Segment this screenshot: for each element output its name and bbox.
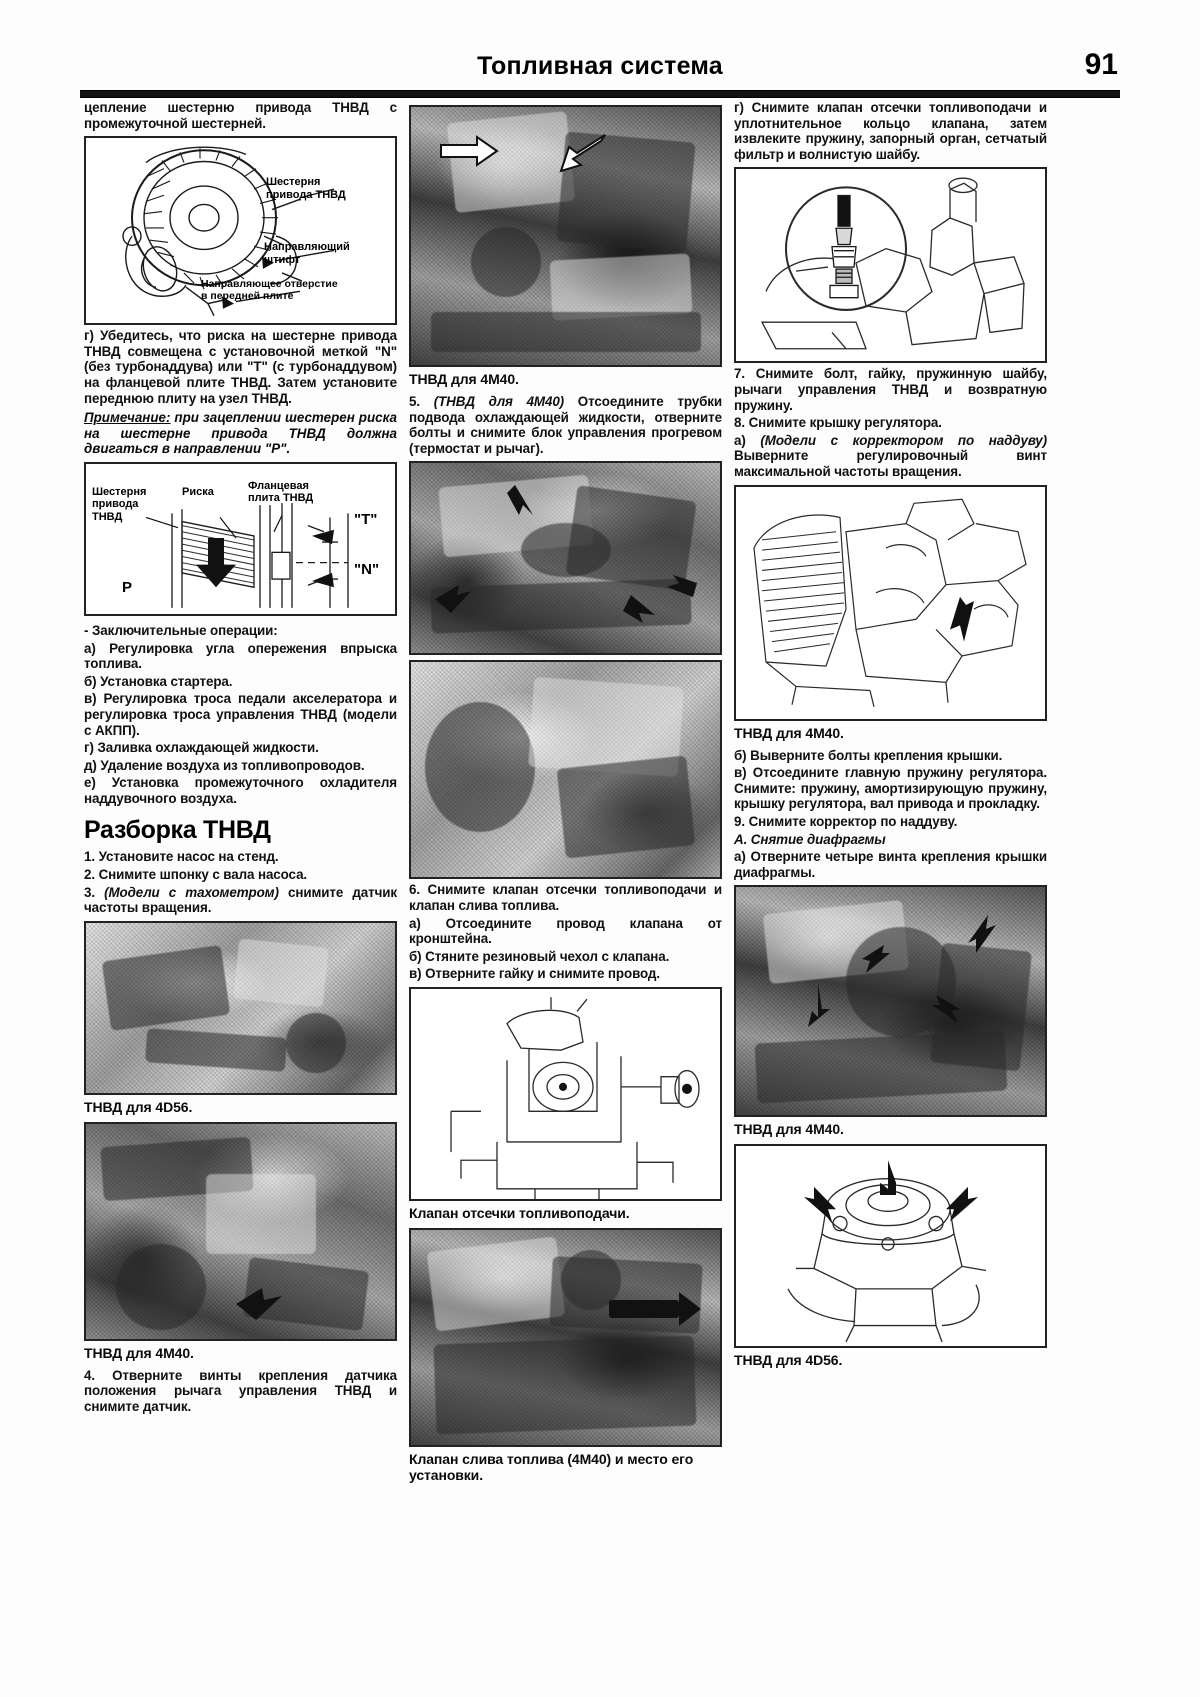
right-column: г) Снимите клапан отсечки топливоподачи … — [734, 100, 1047, 1375]
middle-column: ТНВД для 4М40. 5. (ТНВД для 4М40) Отсоед… — [409, 100, 722, 1490]
mid-top-arrows — [440, 134, 606, 173]
pump4m40-arrow-overlay — [236, 1287, 282, 1320]
figure-gear-drive: Шестерня привода ТНВД Направляющий штифт… — [84, 136, 397, 326]
cutoff-valve-lineart — [411, 988, 720, 1199]
note-text: при зацеплении шестерен риска на шестерн… — [84, 410, 397, 457]
caption-4d56: ТНВД для 4D56. — [84, 1098, 193, 1115]
photo-pump-4m40 — [84, 1121, 397, 1341]
drain-valve-overlay — [609, 1291, 701, 1326]
photo-diaphragm-4m40 — [734, 885, 1047, 1118]
governor-cover-lineart — [736, 486, 1045, 719]
gear-drive-lineart — [86, 138, 395, 324]
caption-4m40-left: ТНВД для 4М40. — [84, 1344, 194, 1361]
step-2: 2. Снимите шпонку с вала насоса. — [84, 867, 308, 883]
photo-pump-gear-mid — [409, 660, 722, 880]
pump-highlight-shape — [233, 938, 329, 1008]
drain-shape-c — [561, 1249, 621, 1310]
pump4m40-gear-shape — [116, 1243, 206, 1330]
step-3: 3. (Модели с тахометром) снимите датчик … — [84, 884, 397, 916]
step-8-a: а) (Модели с корректором по наддуву) Выв… — [734, 432, 1048, 479]
figure2-label-3: "T" — [354, 510, 378, 528]
timing-marks-lineart — [86, 463, 395, 614]
step-6-v: в) Отверните гайку и снимите провод. — [409, 966, 660, 982]
figure1-label-0: Шестерня привода ТНВД — [266, 176, 346, 201]
left-column: цепление шестерню привода ТНВД с промежу… — [84, 100, 397, 1417]
final-op-a: а) Регулировка угла опережения впрыска т… — [84, 640, 397, 672]
caption-4m40-right-bottom: ТНВД для 4М40. — [734, 1121, 844, 1138]
caption-4m40-right-mid: ТНВД для 4М40. — [734, 724, 844, 741]
figure-timing-marks: Шестерня привода ТНВД Риска Фланцевая пл… — [84, 461, 397, 616]
step-5-italic: (ТНВД для 4М40) — [433, 394, 565, 409]
note-block: Примечание: при зацеплении шестерен риск… — [84, 410, 397, 457]
figure-cutoff-valve — [409, 986, 722, 1201]
figure2-label-1: Риска — [182, 485, 214, 498]
figure-valve-detail — [734, 167, 1047, 364]
step-6-a: а) Отсоедините провод клапана от кронште… — [409, 915, 722, 947]
page-header: Топливная система 91 — [80, 48, 1120, 98]
caption-cutoff-valve: Клапан отсечки топливоподачи. — [409, 1204, 630, 1221]
mid-top-shape-e — [431, 312, 701, 352]
step-6-b: б) Стяните резиновый чехол с клапана. — [409, 948, 670, 964]
header-divider — [80, 90, 1120, 98]
intro-paragraph: цепление шестерню привода ТНВД с промежу… — [84, 100, 397, 131]
valve-detail-lineart — [736, 169, 1045, 362]
photo-drain-valve — [409, 1227, 722, 1447]
final-op-b: б) Установка стартера. — [84, 673, 233, 689]
figure2-label-4: "N" — [354, 560, 380, 578]
step-g-left: г) Убедитесь, что риска на шестерне прив… — [84, 328, 397, 406]
figure1-label-2: Направляющее отверстие в передней плите — [201, 278, 338, 303]
figure1-label-1: Направляющий штифт — [264, 241, 350, 266]
step-8a-italic: (Модели с корректором по наддуву) — [760, 432, 1048, 448]
figure-governor-cover — [734, 484, 1047, 721]
photo-pump-4d56 — [84, 920, 397, 1095]
step-7: 7. Снимите болт, гайку, пружинную шайбу,… — [734, 366, 1047, 413]
final-op-d: д) Удаление воздуха из топливопроводов. — [84, 757, 365, 773]
figure2-label-0: Шестерня привода ТНВД — [92, 485, 147, 523]
gear-shape — [425, 702, 535, 833]
pump4m40-mid-shape — [206, 1173, 316, 1254]
step-3-italic: (Модели с тахометром) — [104, 884, 279, 900]
photo-thermostat-block — [409, 461, 722, 656]
step-9-a: а) Отверните четыре винта крепления крыш… — [734, 849, 1047, 880]
thermostat-arrows — [435, 485, 697, 624]
caption-4d56-right-bottom: ТНВД для 4D56. — [734, 1352, 843, 1369]
page-number: 91 — [1084, 48, 1118, 81]
final-ops-title: - Заключительные операции: — [84, 622, 278, 638]
diaphragm-4d56-lineart — [736, 1146, 1045, 1347]
step-g-right: г) Снимите клапан отсечки топливоподачи … — [734, 100, 1047, 162]
thermo-shape-c — [521, 523, 611, 578]
pump-round-shape — [286, 1012, 346, 1073]
step-5: 5. (ТНВД для 4М40) Отсоедините трубки по… — [409, 394, 722, 456]
gear-shape-c — [556, 755, 696, 859]
step-1: 1. Установите насос на стенд. — [84, 849, 279, 865]
final-op-g: г) Заливка охлаждающей жидкости. — [84, 740, 319, 756]
step-9: 9. Снимите корректор по наддуву. — [734, 813, 958, 829]
subsection-a-title: A. Снятие диафрагмы — [734, 831, 886, 847]
caption-drain-valve: Клапан слива топлива (4М40) и место его … — [409, 1450, 694, 1483]
figure2-label-2: Фланцевая плита ТНВД — [248, 479, 314, 505]
caption-4m40-mid-top: ТНВД для 4М40. — [409, 371, 519, 387]
page-title: Топливная система — [477, 52, 723, 80]
photo-pump-top-mid — [409, 105, 722, 367]
step-8-b: б) Выверните болты крепления крышки. — [734, 747, 1003, 763]
step-8: 8. Снимите крышку регулятора. — [734, 415, 942, 431]
step-8-v: в) Отсоедините главную пружину регулятор… — [734, 765, 1047, 812]
section-title-disassembly: Разборка ТНВД — [84, 816, 271, 845]
step-4: 4. Отверните винты крепления датчика пол… — [84, 1367, 397, 1415]
final-op-e: е) Установка промежуточного охладителя н… — [84, 775, 397, 806]
diaphragm-arrows — [808, 915, 996, 1028]
final-op-v: в) Регулировка троса педали акселератора… — [84, 691, 397, 738]
note-lead: Примечание: — [84, 410, 171, 426]
figure2-label-5: P — [122, 578, 133, 596]
figure-diaphragm-4d56 — [734, 1144, 1047, 1349]
mid-top-shape-c — [471, 227, 541, 297]
step-6: 6. Снимите клапан отсечки топливоподачи … — [409, 882, 722, 913]
